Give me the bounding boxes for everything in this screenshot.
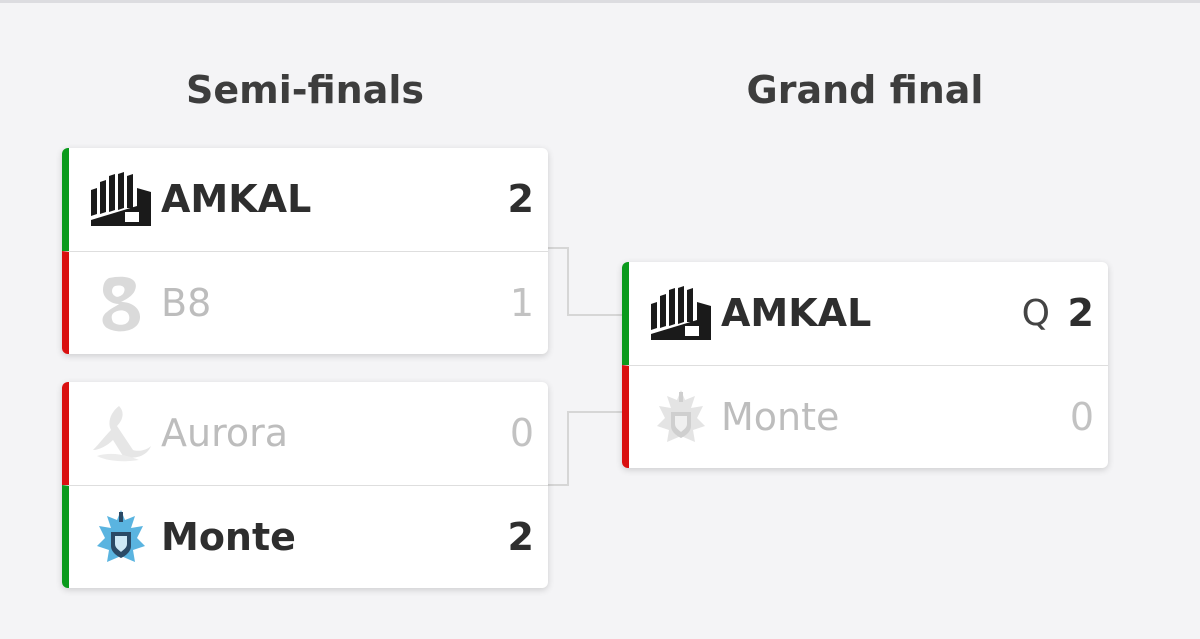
team-row-amkal[interactable]: AMKAL Q 2 — [622, 262, 1108, 365]
team-score: 2 — [507, 515, 534, 559]
b8-logo-icon — [89, 272, 153, 336]
team-score: 1 — [509, 281, 534, 325]
connector-semi-2 — [548, 411, 622, 486]
amkal-logo-icon — [649, 282, 713, 346]
amkal-logo-icon — [89, 168, 153, 232]
round-title-grand-final: Grand final — [746, 68, 984, 112]
team-name: AMKAL — [721, 291, 872, 335]
match-semi-final-1[interactable]: AMKAL 2 B8 1 — [62, 148, 548, 354]
team-score: 2 — [1067, 291, 1094, 335]
team-row-b8[interactable]: B8 1 — [62, 251, 548, 354]
team-name: AMKAL — [161, 177, 312, 221]
team-score: 0 — [1069, 395, 1094, 439]
match-semi-final-2[interactable]: Aurora 0 Monte 2 — [62, 382, 548, 588]
round-title-semi-finals: Semi-finals — [185, 68, 425, 112]
aurora-logo-icon — [89, 402, 153, 466]
team-name: B8 — [161, 281, 212, 325]
team-name: Monte — [161, 515, 296, 559]
team-row-amkal[interactable]: AMKAL 2 — [62, 148, 548, 251]
connector-semi-1 — [548, 247, 622, 316]
team-name: Monte — [721, 395, 840, 439]
team-score: 0 — [509, 411, 534, 455]
team-row-monte[interactable]: Monte 0 — [622, 365, 1108, 468]
qualified-badge: Q — [1021, 293, 1050, 334]
team-row-aurora[interactable]: Aurora 0 — [62, 382, 548, 485]
team-row-monte[interactable]: Monte 2 — [62, 485, 548, 588]
team-score: 2 — [507, 177, 534, 221]
match-grand-final[interactable]: AMKAL Q 2 Monte 0 — [622, 262, 1108, 468]
monte-logo-icon — [649, 386, 713, 450]
header-divider — [0, 0, 1200, 3]
team-name: Aurora — [161, 411, 289, 455]
monte-logo-icon — [89, 506, 153, 570]
